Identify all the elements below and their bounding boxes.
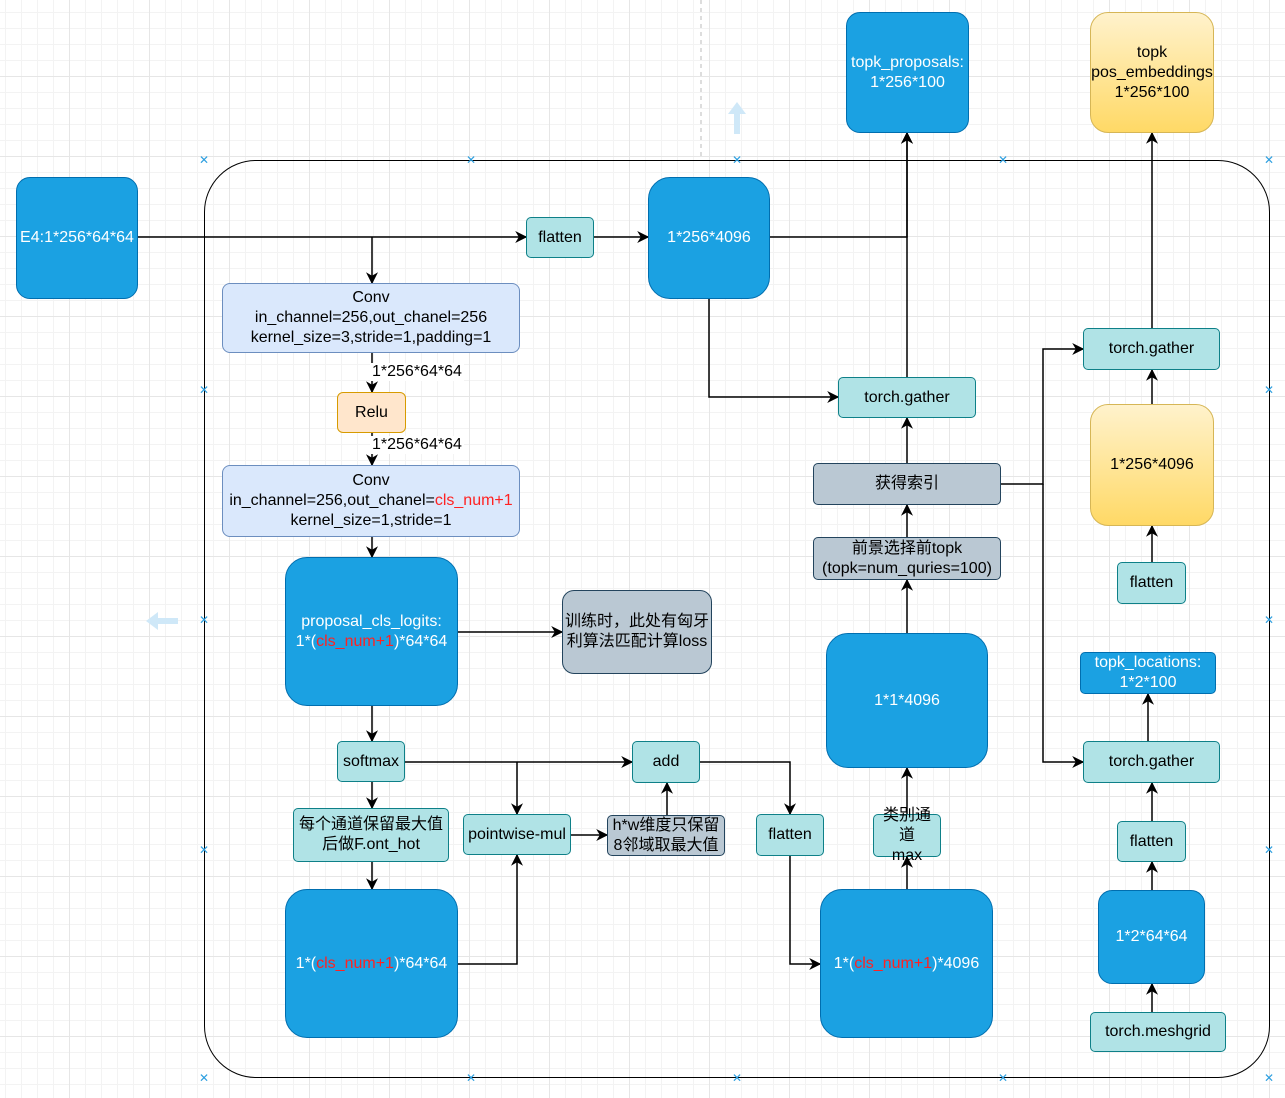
selection-handle-icon: ✕	[732, 153, 743, 167]
hw-keep-node[interactable]: h*w维度只保留 8邻域取最大值	[607, 815, 725, 856]
selection-handle-icon: ✕	[199, 153, 210, 167]
training-note-node[interactable]: 训练时，此处有匈牙 利算法匹配计算loss	[562, 590, 712, 674]
selection-handle-icon: ✕	[1264, 383, 1275, 397]
cls64-text-pre: 1*(	[295, 954, 317, 972]
main-container	[204, 160, 1270, 1078]
selection-handle-icon: ✕	[466, 1071, 477, 1085]
flatten-node-right-a[interactable]: flatten	[1117, 562, 1186, 604]
proposal-cls-logits-node[interactable]: proposal_cls_logits: 1*(cls_num+1)*64*64	[285, 557, 458, 706]
edge-label-after-conv1: 1*256*64*64	[370, 363, 464, 381]
tensor-256-4096-node[interactable]: 1*256*4096	[648, 177, 770, 299]
tensor-1-1-4096-node[interactable]: 1*1*4096	[826, 633, 988, 768]
cls4096-text-pre: 1*(	[833, 954, 855, 972]
conv2-text-pre: Conv in_channel=256,out_chanel=	[229, 472, 435, 509]
cls-channel-max-node[interactable]: 类别通道 max	[873, 807, 941, 864]
add-node[interactable]: add	[632, 741, 700, 783]
torch-gather-right-top-node[interactable]: torch.gather	[1083, 328, 1220, 370]
selection-handle-icon: ✕	[199, 843, 210, 857]
flatten-node-top[interactable]: flatten	[526, 217, 594, 258]
selection-handle-icon: ✕	[466, 153, 477, 167]
topk-pos-embeddings-node[interactable]: topk pos_embeddings 1*256*100	[1090, 12, 1214, 133]
conv2-text-red: cls_num+1	[434, 492, 513, 509]
torch-gather-right-bottom-node[interactable]: torch.gather	[1083, 741, 1220, 783]
selection-handle-icon: ✕	[1264, 1071, 1275, 1085]
flatten-node-right-b[interactable]: flatten	[1117, 821, 1186, 862]
selection-handle-icon: ✕	[1264, 153, 1275, 167]
selection-handle-icon: ✕	[998, 1071, 1009, 1085]
cls4096-text-post: )*4096	[932, 954, 980, 972]
pointwise-mul-node[interactable]: pointwise-mul	[463, 814, 571, 855]
keep-max-node[interactable]: 每个通道保留最大值 后做F.ont_hot	[293, 808, 449, 862]
topk-select-node[interactable]: 前景选择前topk (topk=num_quries=100)	[813, 537, 1001, 580]
selection-handle-icon: ✕	[732, 1071, 743, 1085]
cls64-text-post: )*64*64	[393, 954, 448, 972]
tensor-1-2-64-64-node[interactable]: 1*2*64*64	[1098, 890, 1205, 984]
faint-up-arrow-icon	[728, 102, 746, 134]
conv2-node[interactable]: Conv in_channel=256,out_chanel=cls_num+1…	[222, 465, 520, 537]
faint-left-arrow-icon	[146, 612, 178, 630]
selection-handle-icon: ✕	[199, 1071, 210, 1085]
cls-64-64-node[interactable]: 1*(cls_num+1)*64*64	[285, 889, 458, 1038]
cls-4096-node[interactable]: 1*(cls_num+1)*4096	[820, 889, 993, 1038]
gold-256-4096-node[interactable]: 1*256*4096	[1090, 404, 1214, 526]
get-index-node[interactable]: 获得索引	[813, 463, 1001, 505]
selection-handle-icon: ✕	[1264, 613, 1275, 627]
cls64-text-red: cls_num+1	[316, 954, 394, 972]
selection-handle-icon: ✕	[1264, 843, 1275, 857]
conv2-text-post: kernel_size=1,stride=1	[290, 512, 452, 529]
topk-proposals-node[interactable]: topk_proposals: 1*256*100	[846, 12, 969, 133]
torch-meshgrid-node[interactable]: torch.meshgrid	[1090, 1012, 1226, 1052]
e4-input-node[interactable]: E4:1*256*64*64	[16, 177, 138, 299]
flatten-node-mid[interactable]: flatten	[756, 814, 824, 856]
selection-handle-icon: ✕	[199, 613, 210, 627]
torch-gather-mid-node[interactable]: torch.gather	[838, 377, 976, 418]
topk-locations-node[interactable]: topk_locations: 1*2*100	[1080, 652, 1216, 694]
softmax-node[interactable]: softmax	[337, 741, 405, 782]
logits-text-red: cls_num+1	[316, 632, 394, 650]
logits-text-pre: proposal_cls_logits: 1*(	[295, 612, 442, 650]
logits-text-post: )*64*64	[393, 632, 448, 650]
selection-handle-icon: ✕	[998, 153, 1009, 167]
conv1-node[interactable]: Conv in_channel=256,out_chanel=256 kerne…	[222, 283, 520, 353]
edge-label-after-relu: 1*256*64*64	[370, 436, 464, 454]
cls4096-text-red: cls_num+1	[854, 954, 933, 972]
selection-handle-icon: ✕	[199, 383, 210, 397]
relu-node[interactable]: Relu	[337, 392, 406, 433]
